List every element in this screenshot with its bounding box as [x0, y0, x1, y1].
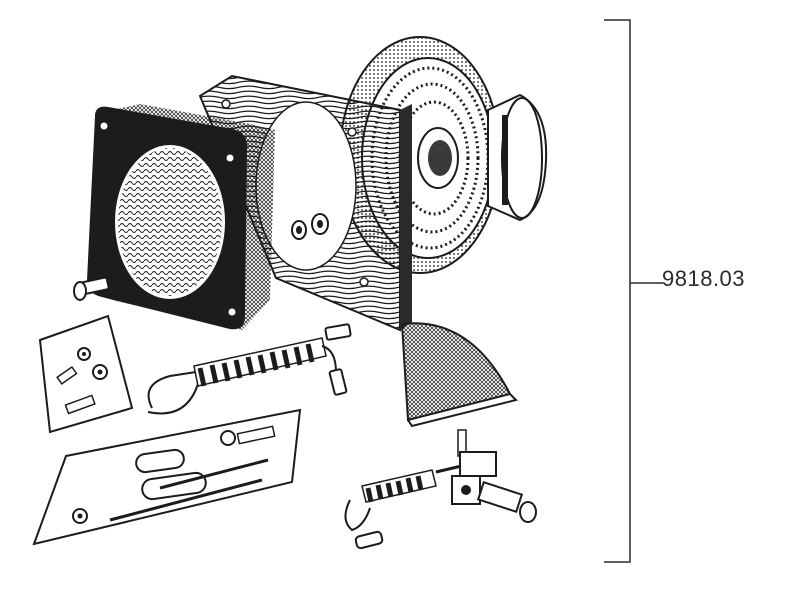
- part-bracket: [604, 19, 664, 563]
- clamp-assembly: [344, 429, 537, 550]
- grille-frame: [86, 104, 275, 330]
- loose-bolt: [73, 276, 110, 301]
- bolt-hardware-bag: [32, 408, 302, 546]
- cloth-segment: [400, 322, 518, 428]
- coil-spring-lead: [147, 323, 352, 415]
- small-hardware-bag: [38, 314, 134, 434]
- spacer-nuts: [291, 213, 329, 240]
- part-number-label: 9818.03: [662, 266, 746, 291]
